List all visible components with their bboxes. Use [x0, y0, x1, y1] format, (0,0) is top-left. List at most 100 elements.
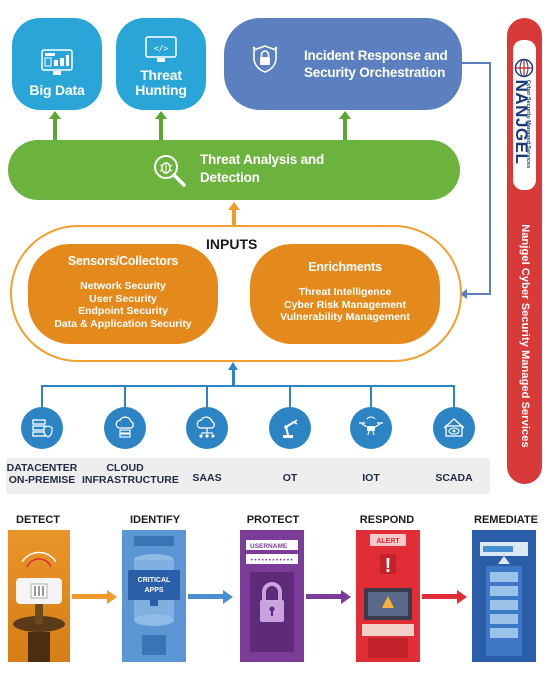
step-title-identify: IDENTIFY [129, 514, 181, 526]
alert-text: ALERT [376, 538, 400, 545]
remediate-card [472, 530, 536, 662]
arrow-head-big-data [49, 111, 61, 119]
big-data-label: Big Data [29, 82, 85, 98]
big-data-box: Big Data [12, 18, 102, 110]
source-label-line: SCADA [435, 472, 473, 484]
critical-apps-icon: CRITICAL APPS [122, 530, 186, 662]
source-label-saas: SAAS [176, 472, 238, 484]
arrow-head-protect [223, 590, 233, 604]
detect-card [8, 530, 70, 662]
source-drop [124, 385, 126, 407]
source-drop [41, 385, 43, 407]
source-label-iot: IOT [340, 472, 402, 484]
incident-response-box: Incident Response and Security Orchestra… [224, 18, 462, 110]
sources-bus [41, 385, 455, 387]
incident-response-label-2: Security Orchestration [304, 65, 446, 80]
sensors-collectors-box: Sensors/Collectors Network Security User… [28, 244, 218, 344]
respond-card: ALERT ! [356, 530, 420, 662]
step-title-detect: DETECT [16, 514, 60, 526]
threat-hunting-box: </> Threat Hunting [116, 18, 206, 110]
sensors-item: User Security [89, 292, 157, 305]
critical-apps-text-2: APPS [144, 587, 163, 594]
sources-trunk-head [228, 362, 238, 370]
connector-bottom [466, 293, 491, 295]
dashboard-icon [41, 49, 73, 75]
source-drop [453, 385, 455, 407]
source-drop [206, 385, 208, 407]
arrow-to-big-data [53, 118, 57, 140]
enrichments-item: Threat Intelligence [298, 286, 392, 298]
enrichments-item: Cyber Risk Management [284, 298, 406, 311]
arrow-to-incident-response [343, 118, 347, 140]
incident-response-label-1: Incident Response and [304, 48, 448, 63]
robot-arm-icon [269, 407, 311, 449]
source-label-datacenter: DATACENTER ON-PREMISE [4, 462, 80, 486]
threat-analysis-label-1: Threat Analysis and [200, 152, 324, 167]
source-label-cloud: CLOUD INFRASTRUCTURE [82, 462, 179, 486]
critical-apps-text-1: CRITICAL [138, 577, 171, 584]
source-label-scada: SCADA [422, 472, 486, 484]
server-progress-icon [480, 542, 528, 656]
source-label-line: OT [282, 472, 298, 484]
step-title-respond: RESPOND [359, 514, 415, 526]
arrow-to-threat-hunting [159, 118, 163, 140]
alert-monitor-icon: ALERT ! [362, 534, 414, 658]
step-title-protect: PROTECT [246, 514, 300, 526]
sensors-item: Network Security [80, 280, 166, 292]
drone-icon [350, 407, 392, 449]
brand-globe-icon [514, 58, 534, 78]
arrow-identify-to-protect [188, 594, 224, 599]
connector-top [462, 62, 491, 64]
svg-text:</>: </> [154, 44, 169, 53]
arrow-protect-to-respond [306, 594, 342, 599]
enrichments-list: Threat Intelligence Cyber Risk Managemen… [250, 286, 440, 324]
protect-card: USERNAME •••••••••••• [240, 530, 304, 662]
arrow-respond-to-remediate [422, 594, 458, 599]
sensors-list: Network Security User Security Endpoint … [28, 280, 218, 330]
shield-lock-icon [252, 45, 278, 73]
arrow-detect-to-identify [72, 594, 108, 599]
source-label-line: IOT [362, 472, 380, 484]
monitor-eye-icon [433, 407, 475, 449]
enrichments-box: Enrichments Threat Intelligence Cyber Ri… [250, 244, 440, 344]
identify-card: CRITICAL APPS [122, 530, 186, 662]
cloud-network-icon [186, 407, 228, 449]
step-title-remediate: REMEDIATE [474, 514, 538, 526]
cloud-server-icon [104, 407, 146, 449]
connector-arrow-head [460, 289, 467, 299]
threat-analysis-label-2: Detection [200, 170, 260, 185]
sources-trunk [232, 368, 235, 386]
inputs-title: INPUTS [206, 236, 258, 252]
source-label-line: ON-PREMISE [8, 474, 76, 486]
arrow-inputs-to-analysis [232, 208, 236, 225]
bug-magnifier-icon [154, 155, 186, 187]
sensors-title: Sensors/Collectors [67, 254, 179, 268]
source-label-line: SAAS [192, 472, 222, 484]
brand-logo-panel [513, 40, 536, 190]
threat-analysis-bar: Threat Analysis and Detection [8, 140, 460, 200]
source-drop [370, 385, 372, 407]
source-label-line: INFRASTRUCTURE [82, 474, 179, 486]
source-label-line: CLOUD [106, 462, 144, 474]
datacenter-shield-icon [21, 407, 63, 449]
threat-hunting-label-2: Hunting [135, 82, 187, 98]
svg-text:••••••••••••: •••••••••••• [250, 557, 293, 564]
source-label-ot: OT [258, 472, 322, 484]
username-text: USERNAME [250, 543, 288, 550]
enrichments-title: Enrichments [308, 260, 382, 274]
source-label-line: DATACENTER [6, 462, 78, 474]
arrow-head-threat-hunting [155, 111, 167, 119]
login-lock-icon: USERNAME •••••••••••• [246, 540, 298, 652]
arrow-head-incident-response [339, 111, 351, 119]
enrichments-item: Vulnerability Management [280, 311, 410, 323]
sensors-item: Data & Application Security [54, 317, 192, 330]
sensors-item: Endpoint Security [78, 305, 168, 317]
monitor-code-icon: </> [145, 36, 177, 62]
arrow-head-respond [341, 590, 351, 604]
threat-hunting-label-1: Threat [140, 67, 182, 83]
brand-tagline: Cyber Security Managed Services [525, 79, 531, 169]
arrow-head-remediate [457, 590, 467, 604]
source-drop [289, 385, 291, 407]
brand-sidebar-text: Nanjgel Cyber Security Managed Services [519, 224, 531, 448]
arrow-head-inputs-to-analysis [228, 202, 240, 210]
